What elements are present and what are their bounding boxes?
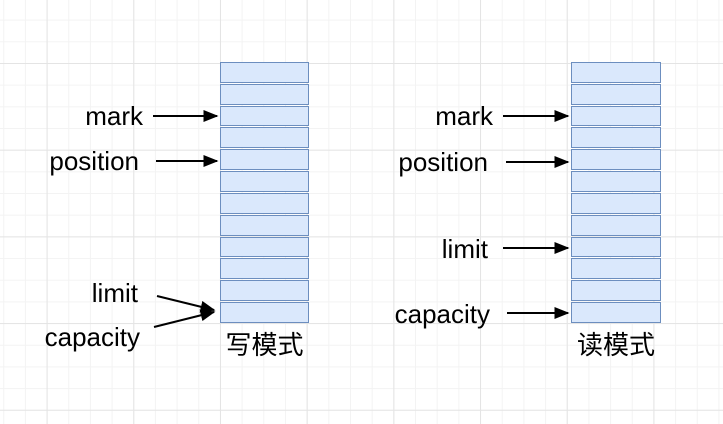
buffer-cell	[220, 83, 309, 105]
write-capacity-arrow	[153, 309, 216, 328]
write-limit-label: limit	[91, 278, 138, 308]
read-mark-label: mark	[435, 101, 493, 131]
read-capacity-label: capacity	[394, 299, 490, 329]
buffer-cell	[220, 105, 309, 127]
buffer-cell	[220, 149, 309, 171]
buffer-cell	[220, 214, 309, 236]
buffer-cell	[571, 280, 661, 302]
buffer-cell	[571, 302, 661, 323]
read-buffer-stack	[571, 62, 661, 323]
buffer-cell	[220, 236, 309, 258]
write-mode-caption: 写模式	[225, 330, 304, 360]
buffer-cell	[220, 171, 309, 192]
write-buffer-stack	[220, 62, 309, 323]
buffer-cell	[571, 105, 661, 127]
read-position-label: position	[398, 147, 488, 177]
read-limit-label: limit	[441, 234, 488, 264]
buffer-cell	[220, 127, 309, 149]
buffer-cell	[571, 127, 661, 149]
buffer-cell	[571, 214, 661, 236]
buffer-cell	[571, 83, 661, 105]
buffer-cell	[571, 149, 661, 171]
buffer-cell	[220, 62, 309, 83]
buffer-cell	[220, 258, 309, 280]
write-limit-arrow	[156, 295, 216, 313]
buffer-cell	[571, 62, 661, 83]
buffer-cell	[571, 192, 661, 214]
buffer-cell	[571, 236, 661, 258]
buffer-cell	[220, 192, 309, 214]
buffer-cell	[571, 171, 661, 192]
read-mode-caption: 读模式	[576, 330, 655, 360]
write-position-label: position	[49, 146, 139, 176]
buffer-cell	[220, 280, 309, 302]
buffer-cell	[220, 302, 309, 323]
buffer-cell	[571, 258, 661, 280]
write-capacity-label: capacity	[44, 322, 140, 352]
write-mark-label: mark	[85, 101, 143, 131]
